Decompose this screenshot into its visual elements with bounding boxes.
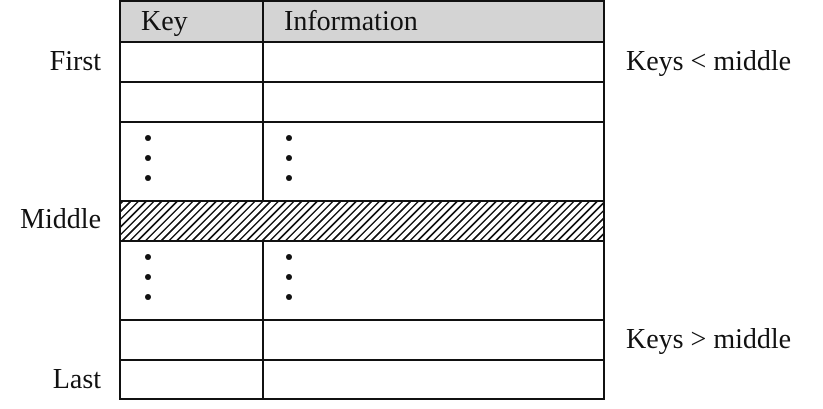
- label-middle: Middle: [20, 204, 101, 235]
- key-cell: [121, 242, 264, 319]
- label-keys-less-than-middle: Keys < middle: [626, 46, 792, 77]
- table-row-ellipsis-lower: [121, 242, 603, 321]
- info-cell: [264, 242, 603, 319]
- vertical-ellipsis-icon: [286, 254, 292, 300]
- key-cell: [121, 83, 264, 121]
- info-cell: [264, 361, 603, 400]
- table-row: [121, 83, 603, 123]
- table-row-middle-hatched: [121, 202, 603, 242]
- info-cell: [264, 43, 603, 81]
- label-last: Last: [52, 364, 101, 395]
- search-table: Key Information: [119, 0, 605, 400]
- vertical-ellipsis-icon: [145, 254, 151, 300]
- header-information: Information: [284, 6, 418, 37]
- label-first: First: [49, 46, 101, 77]
- table-row: [121, 321, 603, 361]
- vertical-ellipsis-icon: [286, 135, 292, 181]
- info-cell: [264, 83, 603, 121]
- key-cell: [121, 43, 264, 81]
- header-key: Key: [121, 2, 264, 41]
- info-cell: [264, 321, 603, 359]
- table-row-last: [121, 361, 603, 400]
- vertical-ellipsis-icon: [145, 135, 151, 181]
- key-cell: [121, 123, 264, 200]
- label-keys-greater-than-middle: Keys > middle: [626, 324, 792, 355]
- key-cell: [121, 361, 264, 400]
- table-row-first: [121, 43, 603, 83]
- table-header-row: Key Information: [121, 2, 603, 43]
- table-row-ellipsis-upper: [121, 123, 603, 202]
- info-cell: [264, 123, 603, 200]
- key-cell: [121, 321, 264, 359]
